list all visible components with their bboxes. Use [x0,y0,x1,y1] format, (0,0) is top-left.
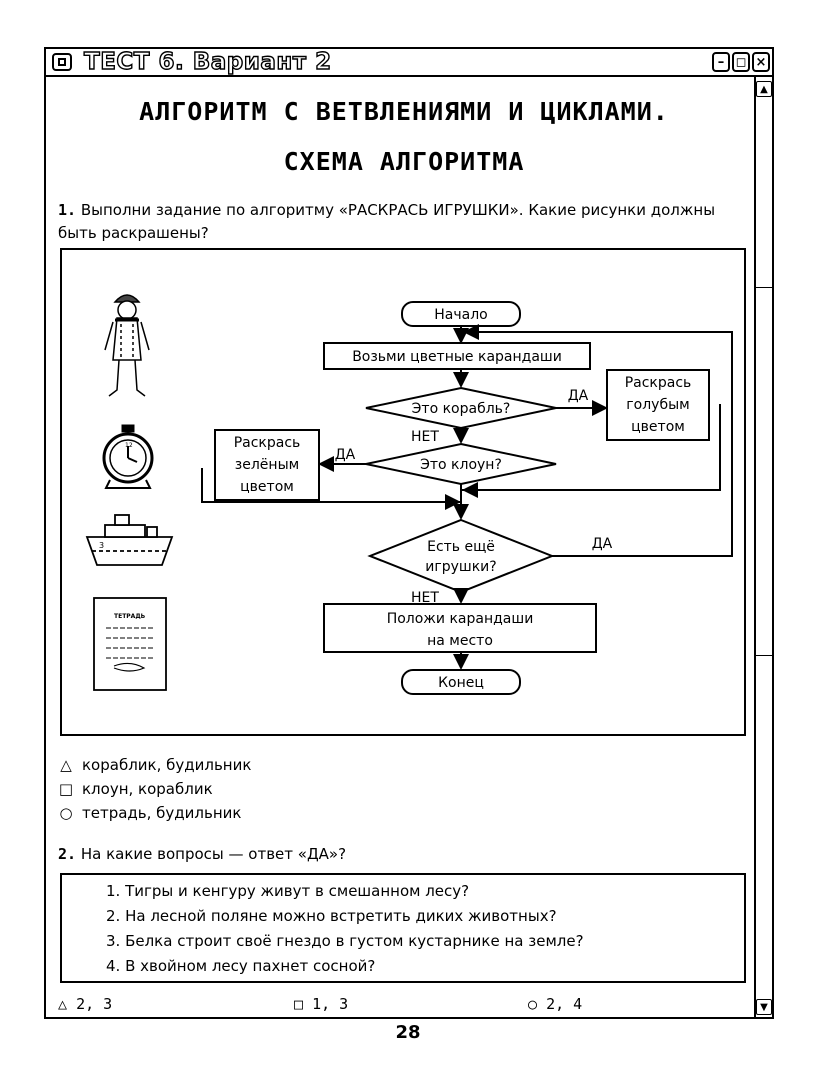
ship-icon[interactable]: 3 [85,514,174,566]
scroll-track-divider [756,287,772,288]
notebook-label: ТЕТРАДЬ [114,613,146,620]
flowchart-put-back: на место [427,633,493,649]
circle-icon: ○ [59,804,73,822]
window-controls: – ◻ × [712,52,770,72]
answer-option[interactable]: □ клоун, кораблик [58,777,251,801]
flowchart-no-label: НЕТ [411,429,439,445]
flowchart-paint-green: цветом [240,479,294,495]
answer-option[interactable]: △ 2, 3 [58,995,112,1013]
scroll-track-divider [756,655,772,656]
flowchart-paint-blue: голубым [626,397,689,413]
flowchart [201,301,733,695]
test-window: ТЕСТ 6. Вариант 2 – ◻ × ▲ ▼ АЛГОРИТМ С В… [44,47,774,1019]
vertical-scrollbar[interactable]: ▲ ▼ [754,77,772,1017]
page-title: АЛГОРИТМ С ВЕТВЛЕНИЯМИ И ЦИКЛАМИ. [139,97,669,126]
answer-text: 2, 3 [76,995,113,1013]
page-number: 28 [395,1022,421,1043]
question-number: 2. [58,845,77,863]
statement-item: 4. В хвойном лесу пахнет сосной? [106,957,376,975]
flowchart-yes-label: ДА [335,447,356,463]
flowchart-take-pencils: Возьми цветные карандаши [352,349,562,365]
statement-item: 2. На лесной поляне можно встретить дики… [106,907,557,925]
flowchart-cond-clown: Это клоун? [420,457,502,473]
flowchart-cond-ship: Это корабль? [412,401,511,417]
question-1: 1. Выполни задание по алгоритму «РАСКРАС… [58,199,748,245]
answer-text: 2, 4 [546,995,583,1013]
window-title: ТЕСТ 6. Вариант 2 [83,48,332,75]
answer-text: 1, 3 [312,995,349,1013]
flowchart-no-label: НЕТ [411,590,439,606]
flowchart-cond-more: игрушки? [425,559,496,575]
triangle-icon: △ [60,756,72,774]
alarm-clock-icon[interactable]: 12 [102,424,154,489]
clown-icon[interactable] [104,294,150,397]
flowchart-paint-blue: Раскрась [625,375,692,391]
restore-button[interactable]: ◻ [732,52,750,72]
app-icon[interactable] [52,53,72,71]
circle-icon: ○ [528,995,538,1013]
answer-option[interactable]: □ 1, 3 [294,995,348,1013]
question-text: На какие вопросы — ответ «ДА»? [80,845,347,863]
flowchart-yes-label: ДА [592,536,613,552]
statement-item: 1. Тигры и кенгуру живут в смешанном лес… [106,882,470,900]
answer-option[interactable]: ○ тетрадь, будильник [58,801,251,825]
question-number: 1. [58,201,77,219]
svg-text:12: 12 [125,442,133,449]
answer-option[interactable]: △ кораблик, будильник [58,753,251,777]
flowchart-cond-more: Есть ещё [427,539,495,555]
statement-item: 3. Белка строит своё гнездо в густом кус… [106,932,584,950]
question-2-statements: 1. Тигры и кенгуру живут в смешанном лес… [60,873,746,983]
close-button[interactable]: × [752,52,770,72]
triangle-icon: △ [58,995,68,1013]
answer-text: кораблик, будильник [82,756,252,774]
flowchart-yes-label: ДА [568,388,589,404]
question-1-answers: △ кораблик, будильник □ клоун, кораблик … [58,753,252,825]
flowchart-figure: 12 3 ТЕТРАДЬ [85,294,733,695]
answer-text: клоун, кораблик [82,780,213,798]
flowchart-labels: Начало Возьми цветные карандаши Это кора… [234,307,692,691]
flowchart-paint-green: Раскрась [234,435,301,451]
flowchart-paint-blue: цветом [631,419,685,435]
task-box: 12 3 ТЕТРАДЬ [60,248,746,736]
page-subtitle: СХЕМА АЛГОРИТМА [283,147,525,176]
question-2: 2. На какие вопросы — ответ «ДА»? [58,843,346,866]
question-text: Выполни задание по алгоритму «РАСКРАСЬ И… [58,201,716,242]
answer-text: тетрадь, будильник [82,804,242,822]
minimize-button[interactable]: – [712,52,730,72]
svg-text:3: 3 [99,541,104,550]
flowchart-put-back: Положи карандаши [387,611,534,627]
notebook-icon[interactable]: ТЕТРАДЬ [93,597,167,691]
flowchart-end: Конец [438,675,484,691]
square-icon: □ [58,780,74,798]
flowchart-paint-green: зелёным [235,457,299,473]
scroll-up-arrow-icon[interactable]: ▲ [756,81,772,97]
title-bar: ТЕСТ 6. Вариант 2 – ◻ × [46,48,772,77]
flowchart-start: Начало [434,307,487,323]
square-icon: □ [294,995,304,1013]
scroll-down-arrow-icon[interactable]: ▼ [756,999,772,1015]
answer-option[interactable]: ○ 2, 4 [528,995,582,1013]
